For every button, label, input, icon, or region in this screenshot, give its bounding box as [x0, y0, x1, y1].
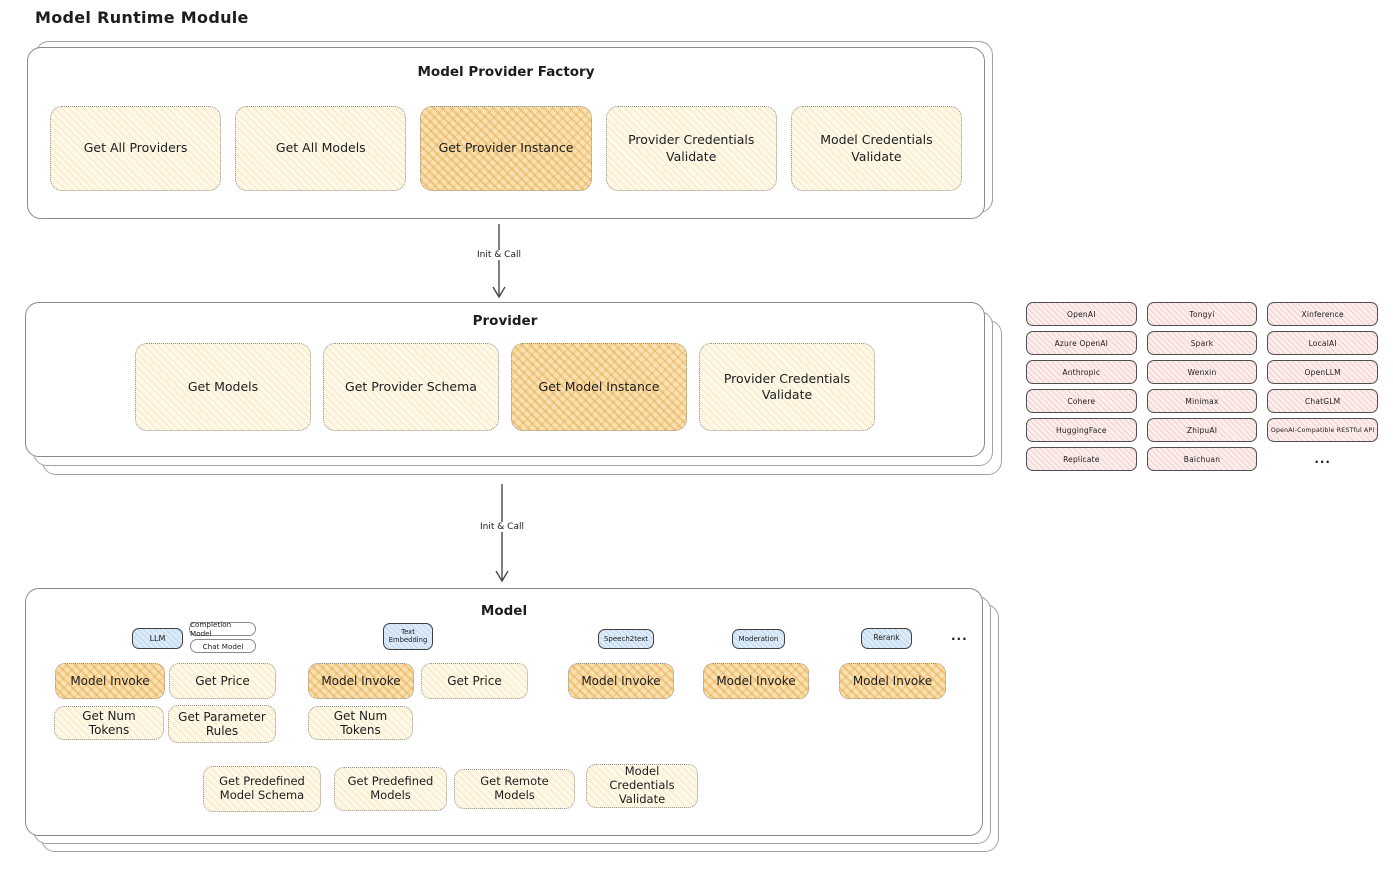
provider-box: Provider Get Models Get Provider Schema … — [25, 302, 985, 457]
provider-list-more-ellipsis: ... — [1314, 452, 1331, 466]
speech2text-model-invoke-button: Model Invoke — [568, 663, 674, 699]
get-model-instance-button: Get Model Instance — [511, 343, 687, 431]
tab-moderation: Moderation — [732, 629, 785, 649]
provider-credentials-validate-button-2: Provider Credentials Validate — [699, 343, 875, 431]
text-embedding-get-num-tokens-button: Get Num Tokens — [308, 706, 413, 740]
factory-box: Model Provider Factory Get All Providers… — [27, 47, 985, 219]
provider-pill-replicate: Replicate — [1026, 447, 1137, 471]
provider-pill-wenxin: Wenxin — [1146, 360, 1258, 384]
get-provider-instance-button: Get Provider Instance — [420, 106, 592, 191]
tab-text-embedding: Text Embedding — [383, 623, 433, 650]
provider-pill-openllm: OpenLLM — [1267, 360, 1378, 384]
provider-pill-spark: Spark — [1146, 331, 1258, 355]
provider-title: Provider — [472, 313, 538, 329]
provider-pill-localai: LocalAI — [1267, 331, 1378, 355]
page-title: Model Runtime Module — [35, 8, 249, 27]
llm-get-num-tokens-button: Get Num Tokens — [54, 706, 164, 740]
text-embedding-get-price-button: Get Price — [421, 663, 528, 699]
llm-get-parameter-rules-button: Get Parameter Rules — [168, 705, 276, 743]
provider-pill-huggingface: HuggingFace — [1026, 418, 1137, 442]
model-credentials-validate-button-2: Model Credentials Validate — [586, 764, 698, 808]
model-box: Model LLM Completion Model Chat Model Te… — [25, 588, 983, 836]
provider-list: OpenAI Tongyi Xinference Azure OpenAI Sp… — [1026, 302, 1378, 471]
provider-pill-cohere: Cohere — [1026, 389, 1137, 413]
get-provider-schema-button: Get Provider Schema — [323, 343, 499, 431]
moderation-model-invoke-button: Model Invoke — [703, 663, 809, 699]
provider-pill-xinference: Xinference — [1267, 302, 1378, 326]
model-credentials-validate-button: Model Credentials Validate — [790, 106, 963, 191]
factory-title: Model Provider Factory — [417, 64, 595, 80]
model-tabs-more-ellipsis: ... — [951, 629, 968, 643]
provider-pill-chatglm: ChatGLM — [1267, 389, 1378, 413]
tab-rerank: Rerank — [861, 628, 912, 649]
provider-pill-tongyi: Tongyi — [1146, 302, 1258, 326]
get-models-button: Get Models — [135, 343, 311, 431]
init-call-label-2: Init & Call — [476, 522, 528, 532]
text-embedding-model-invoke-button: Model Invoke — [308, 663, 414, 699]
llm-model-invoke-button: Model Invoke — [55, 663, 165, 699]
factory-button-row: Get All Providers Get All Models Get Pro… — [28, 106, 984, 191]
tab-chat-model: Chat Model — [190, 639, 256, 653]
tab-completion-model: Completion Model — [189, 620, 256, 638]
init-call-label-1: Init & Call — [473, 250, 525, 260]
llm-get-price-button: Get Price — [169, 663, 276, 699]
get-predefined-model-schema-button: Get Predefined Model Schema — [203, 766, 321, 812]
provider-pill-azure-openai: Azure OpenAI — [1026, 331, 1137, 355]
provider-pill-anthropic: Anthropic — [1026, 360, 1137, 384]
arrow-factory-to-provider — [492, 224, 506, 299]
provider-pill-baichuan: Baichuan — [1146, 447, 1258, 471]
provider-credentials-validate-button: Provider Credentials Validate — [605, 106, 777, 191]
provider-pill-zhipuai: ZhipuAI — [1146, 418, 1258, 442]
arrow-provider-to-model — [495, 484, 509, 583]
get-all-models-button: Get All Models — [235, 106, 407, 191]
tab-speech2text: Speech2text — [598, 629, 654, 649]
provider-pill-minimax: Minimax — [1146, 389, 1258, 413]
provider-button-row: Get Models Get Provider Schema Get Model… — [26, 343, 984, 431]
provider-pill-openai: OpenAI — [1026, 302, 1137, 326]
model-title: Model — [480, 603, 528, 619]
get-predefined-models-button: Get Predefined Models — [334, 767, 447, 811]
provider-pill-openai-compatible: OpenAI-Compatible RESTful API — [1267, 418, 1378, 442]
tab-llm: LLM — [132, 628, 183, 649]
rerank-model-invoke-button: Model Invoke — [839, 663, 946, 699]
get-all-providers-button: Get All Providers — [50, 106, 222, 191]
get-remote-models-button: Get Remote Models — [454, 769, 575, 809]
